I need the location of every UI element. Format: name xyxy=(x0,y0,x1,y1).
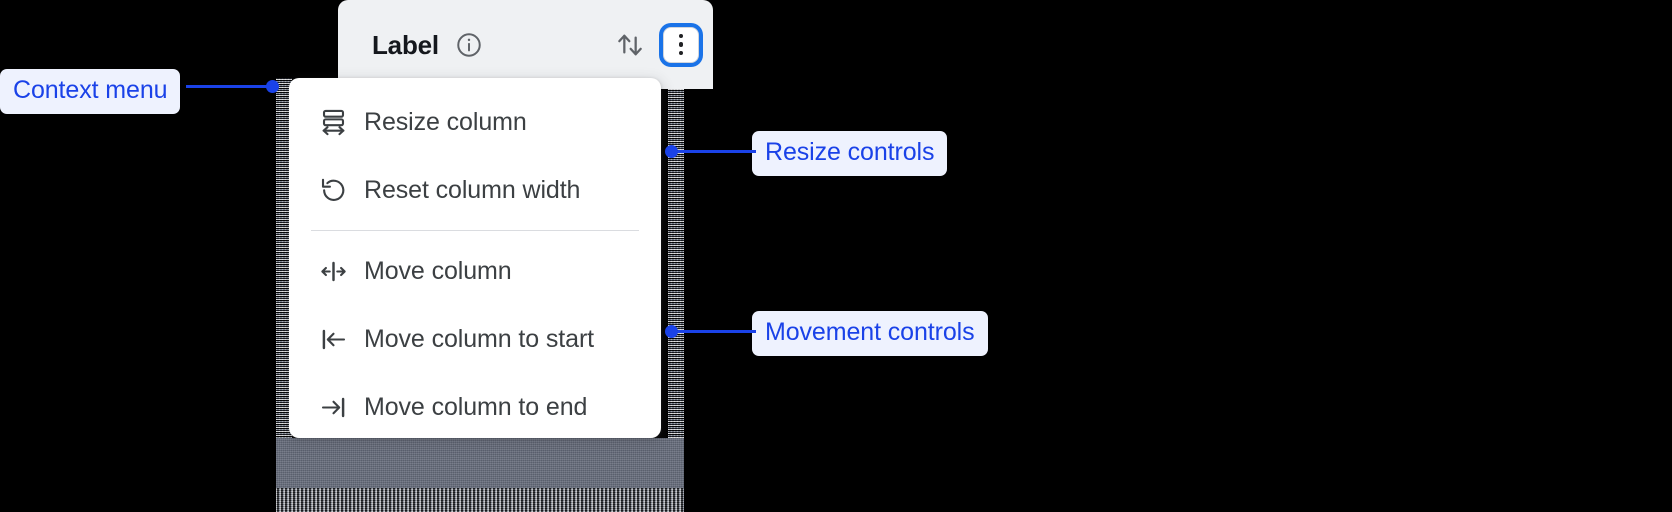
move-column-end-icon xyxy=(318,392,348,422)
menu-item-label: Move column to end xyxy=(364,392,588,421)
menu-item-label: Reset column width xyxy=(364,175,581,204)
menu-item-reset-column-width[interactable]: Reset column width xyxy=(289,156,661,224)
more-vertical-icon xyxy=(678,33,684,56)
sort-arrows-icon[interactable] xyxy=(613,28,647,62)
info-circle-icon[interactable] xyxy=(455,31,483,59)
annotation-anchor-dot-context-menu xyxy=(266,80,279,93)
menu-divider xyxy=(311,230,639,231)
menu-item-label: Resize column xyxy=(364,107,527,136)
column-header-label: Label xyxy=(372,29,439,60)
annotation-anchor-dot-resize-controls xyxy=(665,145,678,158)
annotation-label-context-menu: Context menu xyxy=(0,69,181,114)
menu-item-move-column-to-end[interactable]: Move column to end xyxy=(289,373,661,438)
menu-item-resize-column[interactable]: Resize column xyxy=(289,88,661,156)
column-header-bar: Label xyxy=(338,0,713,89)
menu-item-label: Move column to start xyxy=(364,324,595,353)
context-menu[interactable]: Resize column Reset column width xyxy=(289,78,661,438)
annotation-leader-line-resize-controls xyxy=(678,150,756,153)
backdrop-panel xyxy=(276,438,684,512)
move-column-start-icon xyxy=(318,324,348,354)
reset-width-icon xyxy=(318,175,348,205)
annotation-label-resize-controls: Resize controls xyxy=(752,131,948,176)
annotation-anchor-dot-movement-controls xyxy=(665,325,678,338)
resize-column-icon xyxy=(318,107,348,137)
menu-item-label: Move column xyxy=(364,256,512,285)
annotation-label-movement-controls: Movement controls xyxy=(752,311,988,356)
menu-item-move-column-to-start[interactable]: Move column to start xyxy=(289,305,661,373)
artifact-strip-right xyxy=(668,78,684,438)
move-column-icon xyxy=(318,256,348,286)
artifact-strip-left xyxy=(276,78,292,512)
menu-item-move-column[interactable]: Move column xyxy=(289,237,661,305)
more-options-button[interactable] xyxy=(663,26,699,63)
annotation-leader-line-movement-controls xyxy=(678,330,756,333)
annotation-leader-line-context-menu xyxy=(186,85,272,88)
